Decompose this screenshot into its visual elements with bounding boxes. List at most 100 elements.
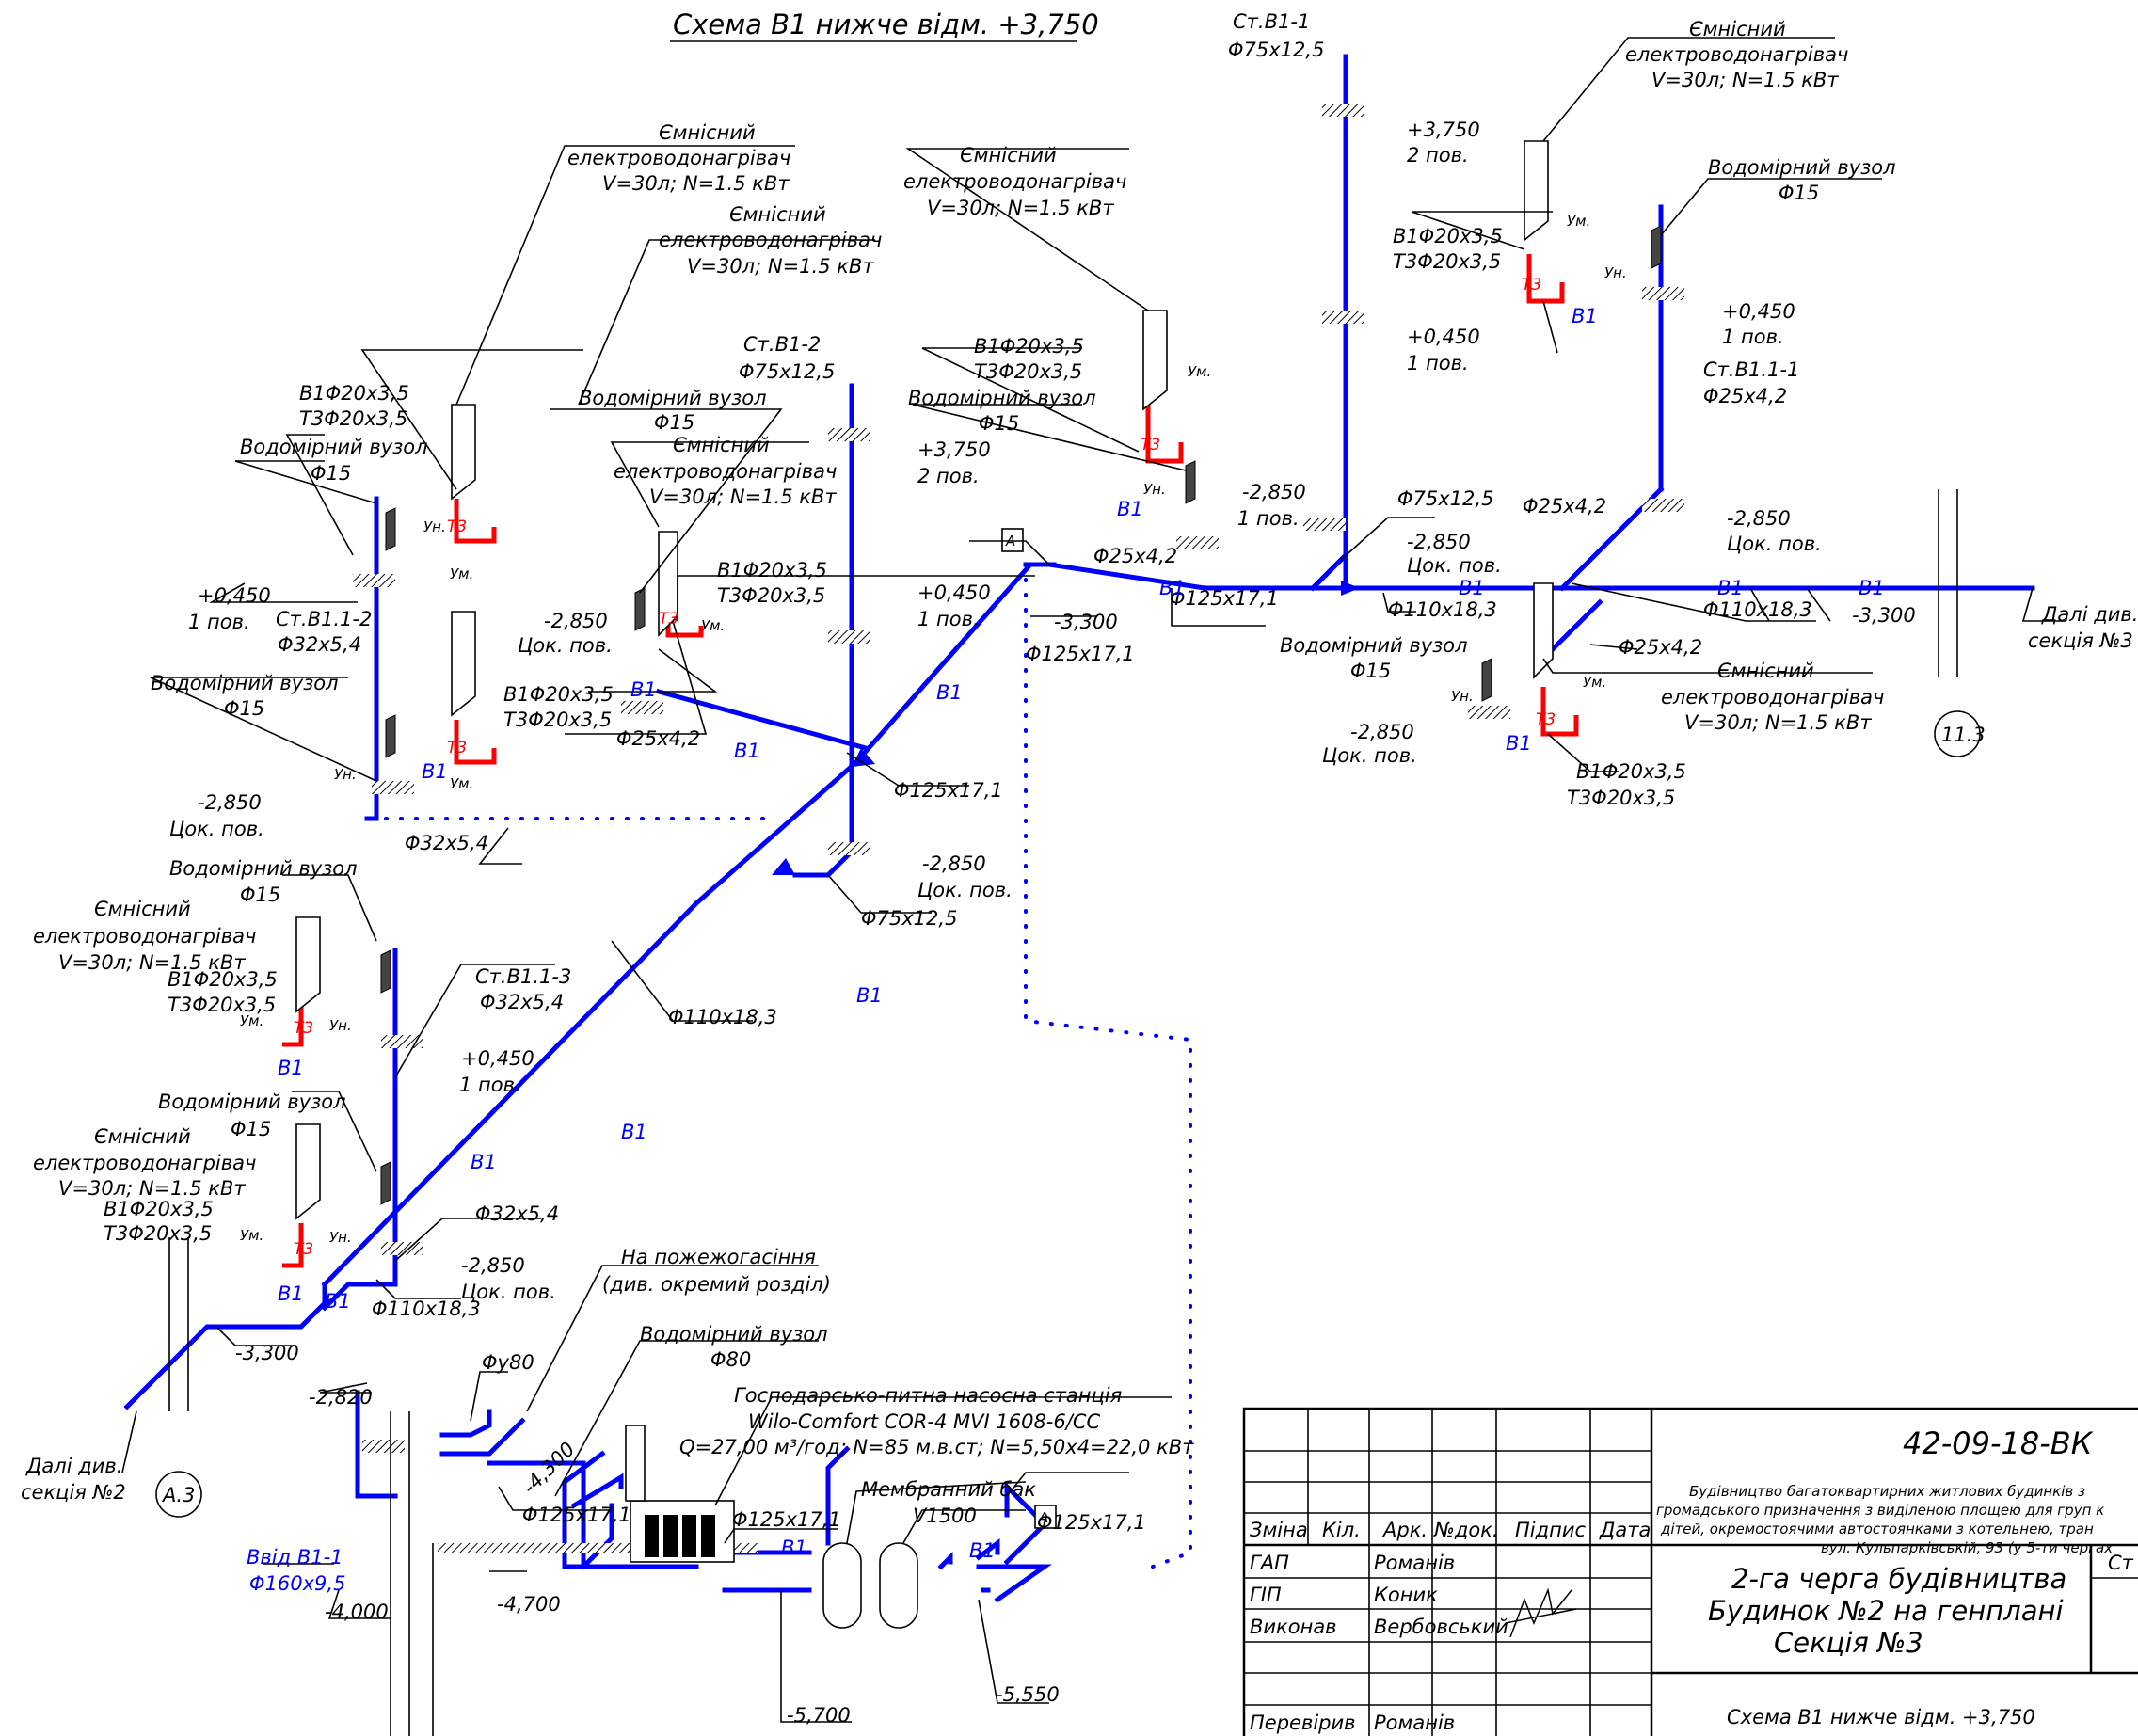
svg-text:Цок. пов.: Цок. пов. <box>461 1281 556 1303</box>
svg-text:-3,300: -3,300 <box>235 1342 299 1364</box>
svg-text:Кіл.: Кіл. <box>1322 1519 1361 1541</box>
svg-text:Т3Φ20x3,5: Т3Φ20x3,5 <box>717 584 825 607</box>
circle-11-3 <box>1934 710 1981 757</box>
svg-text:Φ25x4,2: Φ25x4,2 <box>1523 495 1606 518</box>
marker-a-top <box>1001 528 1024 552</box>
svg-text:-2,850: -2,850 <box>461 1254 525 1277</box>
svg-text:Φ15: Φ15 <box>240 884 280 906</box>
svg-text:секція №2: секція №2 <box>21 1481 126 1504</box>
svg-text:2 пов.: 2 пов. <box>917 465 980 487</box>
svg-text:В1Φ20x3,5: В1Φ20x3,5 <box>717 559 827 581</box>
svg-text:Ум.: Ум. <box>450 565 473 582</box>
svg-text:В1: В1 <box>969 1539 996 1562</box>
main-pipes <box>123 54 2035 1612</box>
svg-text:Водомірний вузол: Водомірний вузол <box>158 1091 346 1113</box>
svg-text:В1Φ20x3,5: В1Φ20x3,5 <box>299 382 409 405</box>
svg-text:В1: В1 <box>471 1151 497 1173</box>
svg-text:-2,850: -2,850 <box>1350 721 1414 743</box>
svg-text:-3,300: -3,300 <box>1852 604 1916 627</box>
svg-text:Ємнісний: Ємнісний <box>94 1125 191 1148</box>
svg-text:Φ75x12,5: Φ75x12,5 <box>1228 39 1324 61</box>
water-meters <box>380 225 1662 1205</box>
stamp-code: 42-09-18-ВК <box>1903 1425 2094 1461</box>
svg-text:Т3Φ20x3,5: Т3Φ20x3,5 <box>1393 250 1501 273</box>
circle-a-3 <box>155 1471 202 1518</box>
scheme-title: Схема В1 нижче відм. +3,750 <box>673 8 1099 40</box>
svg-text:В1: В1 <box>278 1057 304 1079</box>
svg-text:1 пов.: 1 пов. <box>188 611 250 633</box>
svg-text:Будинок №2 на генплані: Будинок №2 на генплані <box>1708 1595 2064 1627</box>
svg-text:V=30л; N=1.5 кВт: V=30л; N=1.5 кВт <box>602 172 790 195</box>
svg-text:-4,700: -4,700 <box>497 1593 561 1616</box>
svg-text:Коник: Коник <box>1374 1584 1438 1606</box>
svg-text:Вербовський: Вербовський <box>1374 1616 1508 1638</box>
svg-text:(див. окремий розділ): (див. окремий розділ) <box>602 1273 831 1296</box>
svg-text:V1500: V1500 <box>913 1505 977 1527</box>
svg-text:Т3: Т3 <box>659 610 678 629</box>
svg-text:1 пов.: 1 пов. <box>1407 352 1469 374</box>
svg-text:Цок. пов.: Цок. пов. <box>1727 533 1822 555</box>
svg-text:V=30л; N=1.5 кВт: V=30л; N=1.5 кВт <box>927 197 1114 219</box>
svg-text:Ум.: Ум. <box>1583 674 1606 691</box>
svg-text:Т3Φ20x3,5: Т3Φ20x3,5 <box>503 709 612 731</box>
svg-text:Φ15: Φ15 <box>1350 660 1391 682</box>
svg-text:Т3: Т3 <box>1522 276 1541 295</box>
svg-text:Ввід В1-1: Ввід В1-1 <box>247 1546 343 1569</box>
svg-text:Φ110x18,3: Φ110x18,3 <box>668 1006 777 1028</box>
svg-text:А.3: А.3 <box>161 1484 195 1506</box>
floor-hatches <box>353 104 1684 1553</box>
svg-text:В1: В1 <box>856 984 883 1007</box>
svg-text:В1: В1 <box>1717 577 1744 599</box>
svg-text:Φ32x5,4: Φ32x5,4 <box>405 832 488 854</box>
break-marks <box>168 489 1958 1736</box>
svg-text:Водомірний вузол: Водомірний вузол <box>908 387 1096 409</box>
svg-text:-2,850: -2,850 <box>1407 531 1471 553</box>
svg-text:Цок. пов.: Цок. пов. <box>518 634 613 657</box>
svg-text:Φ32x5,4: Φ32x5,4 <box>480 991 564 1013</box>
svg-text:Ємнісний: Ємнісний <box>960 144 1057 167</box>
svg-text:Водомірний вузол: Водомірний вузол <box>579 387 767 409</box>
svg-text:Ємнісний: Ємнісний <box>729 203 826 226</box>
svg-text:Т3Φ20x3,5: Т3Φ20x3,5 <box>299 407 407 430</box>
svg-text:Ум.: Ум. <box>450 775 473 792</box>
svg-text:Водомірний вузол: Водомірний вузол <box>240 436 428 458</box>
svg-text:Т3: Т3 <box>1141 436 1160 454</box>
marker-a-bottom <box>1034 1505 1057 1529</box>
signature <box>1505 1587 1577 1638</box>
svg-text:Зміна: Зміна <box>1250 1519 1308 1541</box>
svg-text:Φ110x18,3: Φ110x18,3 <box>372 1298 481 1320</box>
svg-text:Φ125x17,1: Φ125x17,1 <box>732 1508 841 1531</box>
svg-text:Ст: Ст <box>2108 1552 2134 1574</box>
svg-text:Водомірний вузол: Водомірний вузол <box>640 1323 828 1346</box>
svg-text:Перевірив: Перевірив <box>1250 1712 1356 1734</box>
svg-text:електроводонагрівач: електроводонагрівач <box>1661 686 1884 709</box>
svg-text:Φ160x9,5: Φ160x9,5 <box>249 1572 345 1595</box>
svg-text:V=30л; N=1.5 кВт: V=30л; N=1.5 кВт <box>1651 69 1839 91</box>
svg-text:Романів: Романів <box>1374 1552 1455 1574</box>
svg-text:Ємнісний: Ємнісний <box>1689 18 1786 40</box>
svg-text:1 пов.: 1 пов. <box>459 1074 521 1096</box>
svg-text:Далі див.: Далі див. <box>25 1455 122 1477</box>
svg-text:секція №3: секція №3 <box>2028 629 2133 652</box>
svg-text:Ємнісний: Ємнісний <box>659 121 756 144</box>
svg-text:-2,850: -2,850 <box>198 791 262 814</box>
water-heaters <box>295 140 1554 1220</box>
svg-text:В1: В1 <box>621 1121 647 1143</box>
svg-text:Ум.: Ум. <box>1567 213 1590 230</box>
svg-text:Φ75x12,5: Φ75x12,5 <box>1397 487 1493 510</box>
svg-text:електроводонагрівач: електроводонагрівач <box>33 925 256 948</box>
svg-text:Ун.: Ун. <box>1143 481 1166 498</box>
svg-text:Φ125x17,1: Φ125x17,1 <box>1170 587 1279 610</box>
svg-text:-2,850: -2,850 <box>544 610 608 632</box>
svg-text:Підпис: Підпис <box>1515 1519 1587 1541</box>
svg-text:-3,300: -3,300 <box>1054 611 1118 633</box>
svg-text:-2,850: -2,850 <box>922 852 986 875</box>
svg-text:Φ15: Φ15 <box>979 412 1019 435</box>
svg-text:Φ25x4,2: Φ25x4,2 <box>616 727 700 750</box>
svg-text:1 пов.: 1 пов. <box>917 608 980 630</box>
svg-text:Дата: Дата <box>1599 1519 1651 1541</box>
svg-text:В1: В1 <box>1506 732 1532 755</box>
svg-text:В1Φ20x3,5: В1Φ20x3,5 <box>974 335 1084 358</box>
svg-text:Φ110x18,3: Φ110x18,3 <box>1703 598 1812 621</box>
svg-text:Φ25x4,2: Φ25x4,2 <box>1093 545 1177 567</box>
